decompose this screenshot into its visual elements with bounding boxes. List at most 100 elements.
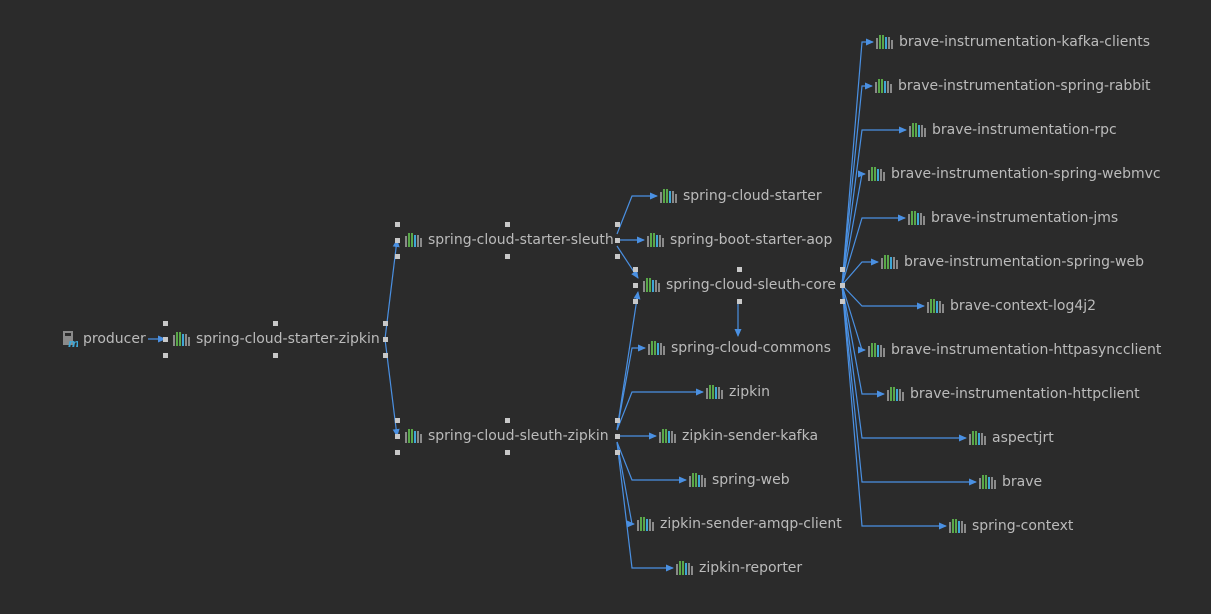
library-icon [643,278,661,292]
selection-handle[interactable] [633,299,638,304]
selection-handle[interactable] [505,450,510,455]
selection-handle[interactable] [163,321,168,326]
selection-handle[interactable] [505,254,510,259]
edge-scsz2-zsamqp [616,441,635,528]
selection-handle[interactable] [383,353,388,358]
node-scsz[interactable]: spring-cloud-starter-zipkin [173,329,380,349]
edge-scsz2-zreporter [616,441,674,572]
library-icon [876,35,894,49]
node-biwebmvc[interactable]: brave-instrumentation-spring-webmvc [868,164,1161,184]
library-icon [969,431,987,445]
selection-handle[interactable] [395,238,400,243]
selection-handle[interactable] [395,254,400,259]
library-icon [660,189,678,203]
library-icon [637,517,655,531]
node-label: spring-cloud-starter-sleuth [428,232,614,248]
library-icon [979,475,997,489]
edge-sccore-aspectjrt [841,284,967,442]
node-zipkin[interactable]: zipkin [706,382,770,402]
selection-handle[interactable] [505,418,510,423]
library-icon [881,255,899,269]
selection-handle[interactable] [273,321,278,326]
node-label: brave-instrumentation-spring-web [904,254,1144,270]
node-bijms[interactable]: brave-instrumentation-jms [908,208,1118,228]
node-sccommons[interactable]: spring-cloud-commons [648,338,831,358]
selection-handle[interactable] [383,337,388,342]
selection-handle[interactable] [615,222,620,227]
selection-handle[interactable] [163,337,168,342]
node-birabbit[interactable]: brave-instrumentation-spring-rabbit [875,76,1151,96]
selection-handle[interactable] [395,450,400,455]
node-producer[interactable]: mproducer [62,329,146,350]
selection-handle[interactable] [736,267,742,272]
library-icon [875,79,893,93]
edge-scsz2-zipkin [616,388,704,431]
edge-sccore-bihc [841,284,885,398]
library-icon [659,429,677,443]
edge-sccore-biwebmvc [841,170,866,286]
node-bikafka[interactable]: brave-instrumentation-kafka-clients [876,32,1150,52]
node-springctx[interactable]: spring-context [949,516,1073,536]
node-label: brave-instrumentation-httpclient [910,386,1140,402]
node-springweb[interactable]: spring-web [689,470,790,490]
edge-sccore-biweb [841,258,879,286]
node-zskafka[interactable]: zipkin-sender-kafka [659,426,818,446]
selection-handle[interactable] [395,222,400,227]
node-brave[interactable]: brave [979,472,1042,492]
selection-handle[interactable] [273,353,278,358]
selection-handle[interactable] [615,434,620,439]
selection-handle[interactable] [505,222,510,227]
selection-handle[interactable] [840,299,845,304]
node-biweb[interactable]: brave-instrumentation-spring-web [881,252,1144,272]
selection-handle[interactable] [395,418,400,423]
library-icon [909,123,927,137]
node-label: brave-instrumentation-httpasyncclient [891,342,1162,358]
selection-handle[interactable] [615,450,620,455]
node-scstarter[interactable]: spring-cloud-starter [660,186,822,206]
node-scsz2[interactable]: spring-cloud-sleuth-zipkin [405,426,609,446]
library-icon [927,299,945,313]
node-zsamqp[interactable]: zipkin-sender-amqp-client [637,514,842,534]
edge-sccore-bihac [841,284,866,354]
node-bclog4j2[interactable]: brave-context-log4j2 [927,296,1096,316]
selection-handle[interactable] [615,238,620,243]
selection-handle[interactable] [633,283,638,288]
library-icon [868,167,886,181]
node-label: spring-boot-starter-aop [670,232,833,248]
node-sbsaop[interactable]: spring-boot-starter-aop [647,230,832,250]
node-label: brave-instrumentation-spring-rabbit [898,78,1151,94]
node-zreporter[interactable]: zipkin-reporter [676,558,802,578]
node-label: brave-context-log4j2 [950,298,1097,314]
selection-handle[interactable] [163,353,168,358]
library-icon [949,519,967,533]
node-birpc[interactable]: brave-instrumentation-rpc [909,120,1117,140]
node-aspectjrt[interactable]: aspectjrt [969,428,1054,448]
node-scss[interactable]: spring-cloud-starter-sleuth [405,230,614,250]
selection-handle[interactable] [383,321,388,326]
node-label: zipkin-reporter [699,560,803,576]
library-icon [647,233,665,247]
selection-handle[interactable] [736,299,742,304]
selection-handle[interactable] [840,283,845,288]
selection-handle[interactable] [395,434,400,439]
edge-scss-sccore [616,245,639,279]
node-label: brave-instrumentation-spring-webmvc [891,166,1161,182]
node-bihc[interactable]: brave-instrumentation-httpclient [887,384,1140,404]
selection-handle[interactable] [840,267,845,272]
library-icon [706,385,724,399]
node-label: zipkin-sender-kafka [682,428,819,444]
library-icon [676,561,694,575]
node-label: spring-cloud-sleuth-zipkin [428,428,609,444]
node-label: brave-instrumentation-rpc [932,122,1117,138]
library-icon [405,233,423,247]
edge-sccore-birabbit [841,82,873,286]
svg-text:m: m [68,337,78,348]
node-bihac[interactable]: brave-instrumentation-httpasyncclient [868,340,1161,360]
selection-handle[interactable] [633,267,638,272]
selection-handle[interactable] [615,418,620,423]
node-sccore[interactable]: spring-cloud-sleuth-core [643,275,836,295]
library-icon [173,332,191,346]
selection-handle[interactable] [615,254,620,259]
